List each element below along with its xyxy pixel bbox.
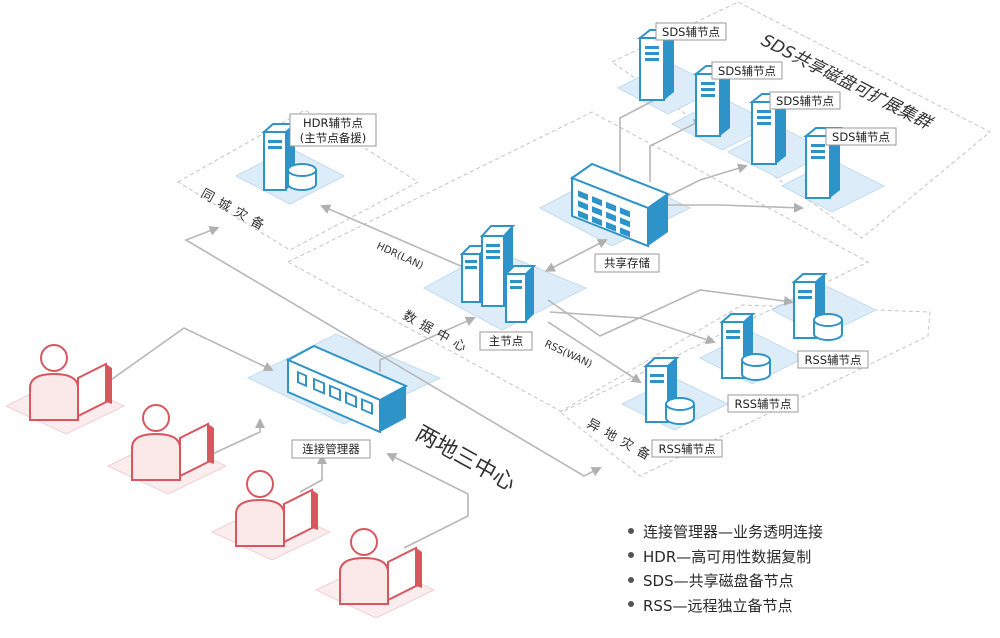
bullet-icon <box>628 552 634 558</box>
legend: 连接管理器—业务透明连接 HDR—高可用性数据复制 SDS—共享磁盘备节点 RS… <box>628 520 823 618</box>
shared-storage-label: 共享存储 <box>594 253 660 273</box>
user-workstation-icon <box>210 470 332 561</box>
zone-outlines <box>177 1 991 477</box>
sds-cluster-zone <box>611 1 991 239</box>
legend-text: RSS—远程独立备节点 <box>643 596 793 615</box>
bullet-icon <box>628 527 634 534</box>
hdr-lan-link-label: HDR(LAN) <box>375 241 425 272</box>
database-disk-icon <box>665 397 695 425</box>
connector-lines <box>107 91 804 549</box>
sds-node-label: SDS辅节点 <box>711 61 783 80</box>
svg-text:RSS辅节点: RSS辅节点 <box>658 442 715 456</box>
two-site-three-center-title: 两地三中心 <box>411 421 519 496</box>
data-center-title: 数据中心 <box>400 308 474 358</box>
connection-manager-icon <box>285 344 409 434</box>
hdr-node-label: HDR辅节点 (主节点备援) <box>289 113 377 147</box>
remote-zone <box>559 304 931 477</box>
svg-text:RSS辅节点: RSS辅节点 <box>804 353 861 367</box>
svg-text:主节点: 主节点 <box>489 334 524 348</box>
legend-item: RSS—远程独立备节点 <box>628 594 823 619</box>
main-node-label: 主节点 <box>479 331 533 351</box>
shared-storage-icon <box>569 162 671 248</box>
database-disk-icon <box>813 313 843 341</box>
connection-manager-label: 连接管理器 <box>291 439 371 459</box>
rss-node-label: RSS辅节点 <box>797 350 869 369</box>
user-workstation-icon <box>4 344 126 435</box>
svg-text:共享存储: 共享存储 <box>604 256 650 270</box>
svg-text:SDS辅节点: SDS辅节点 <box>832 130 890 144</box>
svg-text:SDS辅节点: SDS辅节点 <box>718 64 776 78</box>
user-workstation-icon <box>314 528 436 619</box>
main-node-server-icon <box>503 265 537 323</box>
remote-title: 异地灾备 <box>584 416 658 467</box>
database-disk-icon <box>741 353 771 381</box>
svg-text:(主节点备援): (主节点备援) <box>300 131 366 145</box>
legend-text: HDR—高可用性数据复制 <box>643 547 812 566</box>
svg-text:SDS辅节点: SDS辅节点 <box>776 94 834 108</box>
same-city-title: 同城灾备 <box>198 186 272 237</box>
legend-text: 连接管理器—业务透明连接 <box>643 523 824 541</box>
data-center-zone <box>286 111 870 413</box>
database-disk-icon <box>287 163 317 191</box>
sds-node-label: SDS辅节点 <box>655 22 727 41</box>
legend-item: HDR—高可用性数据复制 <box>628 545 823 570</box>
legend-item: SDS—共享磁盘备节点 <box>628 569 823 594</box>
sds-node-label: SDS辅节点 <box>769 91 841 110</box>
legend-item: 连接管理器—业务透明连接 <box>628 520 823 545</box>
bullet-icon <box>628 576 634 583</box>
rss-node-label: RSS辅节点 <box>651 439 723 458</box>
rss-node-label: RSS辅节点 <box>727 394 799 413</box>
legend-text: SDS—共享磁盘备节点 <box>643 572 794 590</box>
rss-wan-link-label: RSS(WAN) <box>543 339 594 371</box>
svg-text:连接管理器: 连接管理器 <box>302 442 360 456</box>
svg-text:RSS辅节点: RSS辅节点 <box>734 397 791 411</box>
svg-text:SDS辅节点: SDS辅节点 <box>662 25 720 39</box>
user-workstation-icon <box>106 404 228 495</box>
bullet-icon <box>628 601 634 607</box>
sds-node-label: SDS辅节点 <box>825 127 897 146</box>
svg-text:HDR辅节点: HDR辅节点 <box>303 116 363 130</box>
